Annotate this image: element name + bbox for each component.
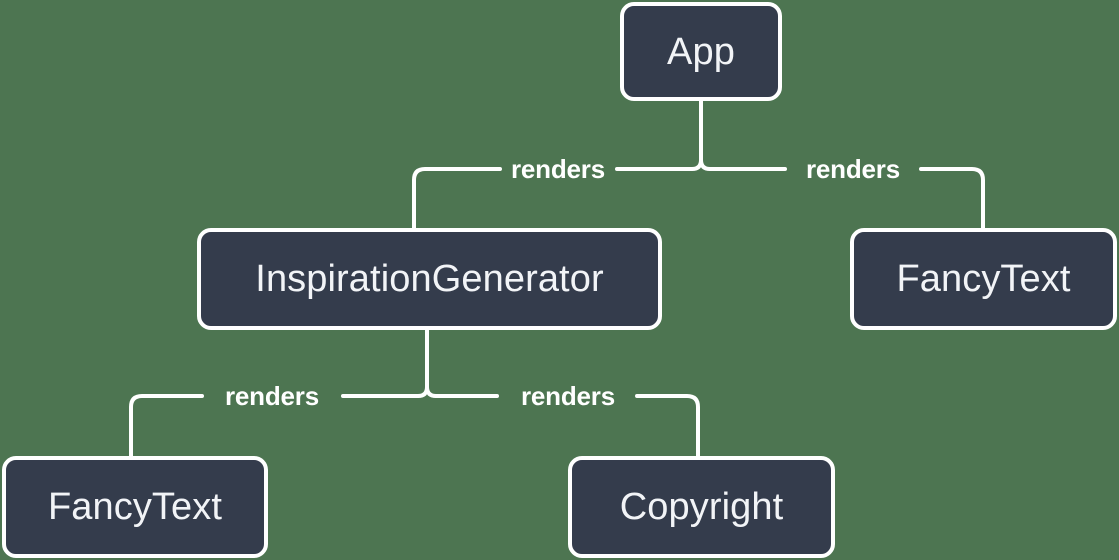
node-fancytext-bottom[interactable]: FancyText [2, 456, 268, 558]
node-inspiration-generator-label: InspirationGenerator [255, 258, 604, 300]
node-app[interactable]: App [620, 2, 782, 101]
node-copyright-label: Copyright [619, 486, 784, 528]
edge-inspiration-to-copyright-segment-right [635, 394, 700, 458]
edge-app-stem-right [699, 99, 712, 171]
edge-label-inspiration-generator-to-fancytext-bottom: renders [225, 381, 319, 411]
edge-app-to-inspiration-segment-left [412, 167, 502, 230]
edge-label-app-to-inspiration-generator: renders [511, 154, 605, 184]
node-copyright[interactable]: Copyright [568, 456, 835, 558]
node-fancytext-right-label: FancyText [896, 258, 1071, 300]
node-inspiration-generator[interactable]: InspirationGenerator [197, 228, 662, 330]
edge-label-inspiration-generator-to-copyright: renders [521, 381, 615, 411]
node-app-label: App [667, 30, 735, 73]
node-fancytext-bottom-label: FancyText [47, 486, 223, 528]
edge-app-to-fancytext-segment-right [919, 167, 985, 230]
node-fancytext-right[interactable]: FancyText [850, 228, 1117, 330]
edge-label-app-to-fancytext-right: renders [806, 154, 900, 184]
edge-inspiration-stem-right [425, 328, 438, 398]
edge-inspiration-to-fancytext-segment-left [129, 394, 204, 458]
